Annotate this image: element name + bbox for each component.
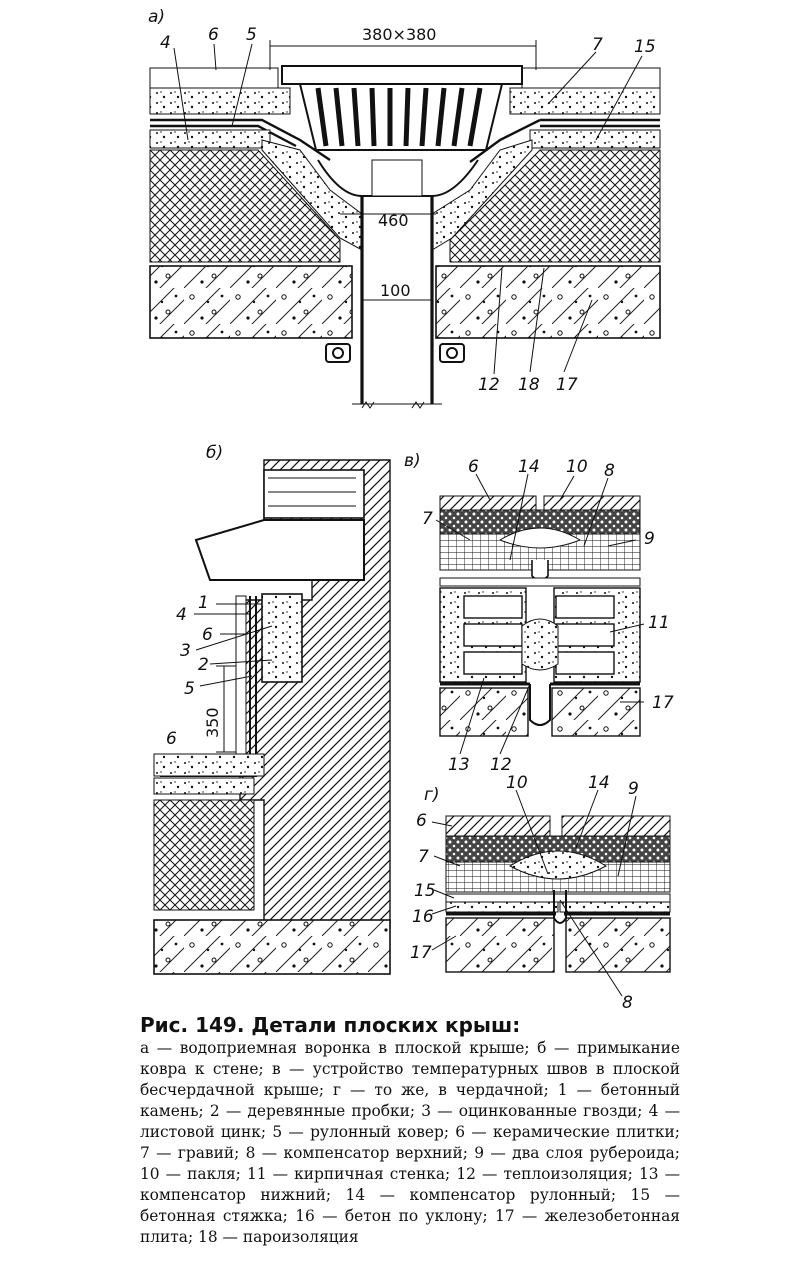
callout-g-15: 15: [414, 881, 436, 901]
tiles-g-left: [445, 815, 551, 837]
panel-a-funnel: а): [148, 7, 661, 409]
callout-b-6: 6: [202, 625, 213, 645]
callout-g-14: 14: [588, 773, 610, 793]
callout-g-16: 16: [412, 907, 434, 927]
roof-details-drawing: а): [148, 7, 674, 1010]
roof-tiles-b: [153, 753, 265, 777]
panel-v-label: в): [404, 451, 421, 471]
callout-v-7: 7: [422, 509, 433, 529]
callout-b-1: 1: [198, 593, 209, 613]
callout-v-17: 17: [652, 693, 674, 713]
callout-v-11: 11: [648, 613, 670, 633]
screed-left: [149, 129, 271, 149]
callout-v-10: 10: [566, 457, 588, 477]
insulation-right: [449, 149, 661, 263]
gravel-left: [149, 87, 291, 115]
slab-b: [153, 919, 391, 975]
funnel-grate-rim: [281, 65, 523, 85]
callout-a-15: 15: [634, 37, 656, 57]
panel-b-wall-junction: б) 350 1 4 6 3 2 5 6: [153, 443, 391, 975]
slab-g-left: [445, 917, 555, 973]
screed-g-right: [559, 901, 671, 913]
roll-carpet-layers: [150, 118, 660, 163]
callout-a-18: 18: [518, 375, 540, 395]
callout-a-17: 17: [556, 375, 578, 395]
slab-left: [149, 265, 353, 339]
slab-v-left: [439, 687, 529, 737]
callout-g-9: 9: [628, 779, 639, 799]
cornice-upper: [263, 469, 365, 519]
callout-b-3: 3: [180, 641, 191, 661]
callout-v-8: 8: [604, 461, 615, 481]
slab-right: [435, 265, 661, 339]
callout-g-6: 6: [416, 811, 427, 831]
funnel-grate: [298, 83, 504, 151]
dim-380x380: 380×380: [362, 25, 436, 44]
concrete-stone: [261, 593, 303, 683]
callout-v-12: 12: [490, 755, 512, 775]
tow-filling-v: [498, 527, 582, 549]
callout-a-5: 5: [246, 25, 257, 45]
insulation-left: [149, 149, 341, 263]
figure-caption: Рис. 149. Детали плоских крыш: а — водоп…: [140, 1012, 680, 1248]
slab-g-right: [565, 917, 671, 973]
dim-100: 100: [380, 281, 411, 300]
figure-legend: а — водоприемная воронка в плоской крыше…: [140, 1039, 680, 1246]
tiles-right: [521, 67, 661, 89]
screed-g-left: [445, 901, 559, 913]
screed-right: [529, 129, 661, 149]
callout-v-13: 13: [448, 755, 470, 775]
panel-v-joint-no-attic: в) 6 14 10 8 7 9 11: [404, 451, 674, 775]
panel-a-label: а): [148, 7, 165, 27]
callout-g-7: 7: [418, 847, 429, 867]
clamp-left: [325, 343, 351, 363]
slab-v-right: [551, 687, 641, 737]
callout-a-12: 12: [478, 375, 500, 395]
callout-b-6-roof: 6: [166, 729, 177, 749]
callout-b-4: 4: [176, 605, 187, 625]
panel-g-label: г): [424, 785, 440, 805]
callout-v-6: 6: [468, 457, 479, 477]
cornice-lower: [194, 519, 365, 581]
callout-a-4: 4: [160, 33, 171, 53]
tiles-v-right: [543, 495, 641, 511]
gravel-right: [509, 87, 661, 115]
callout-a-6: 6: [208, 25, 219, 45]
callout-b-2: 2: [198, 655, 209, 675]
dim-460: 460: [378, 211, 409, 230]
tiles-g-right: [561, 815, 671, 837]
tow-filling-g: [509, 850, 607, 880]
insulation-b: [153, 799, 255, 911]
callout-a-7: 7: [592, 35, 603, 55]
callout-g-8: 8: [622, 993, 633, 1010]
figure-title: Рис. 149. Детали плоских крыш:: [140, 1013, 521, 1037]
funnel-center-cap: [371, 159, 423, 197]
callout-b-5: 5: [184, 679, 195, 699]
clamp-right: [439, 343, 465, 363]
callout-v-14: 14: [518, 457, 540, 477]
callout-g-17: 17: [410, 943, 432, 963]
tiles-left: [149, 67, 279, 89]
panel-b-label: б): [206, 443, 223, 463]
callout-v-9: 9: [644, 529, 655, 549]
dim-350: 350: [203, 707, 222, 738]
callout-g-10: 10: [506, 773, 528, 793]
panel-g-joint-attic: г) 10 14 9 6 7 15 16 17 8: [410, 773, 671, 1010]
